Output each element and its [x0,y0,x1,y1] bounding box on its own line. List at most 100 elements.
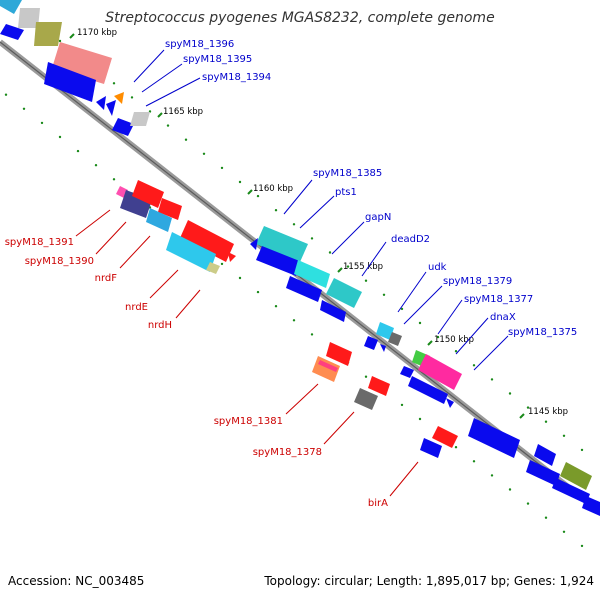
scale-dot [274,209,278,212]
gene-feature-dnaX[interactable] [400,350,462,408]
scale-dot [256,290,260,294]
scale-major-tick [519,413,525,419]
scale-dot [76,149,80,153]
scale-dot [166,124,170,127]
scale-dot [328,251,332,254]
scale-dot [364,375,368,378]
gene-label-deadD2[interactable]: deadD2 [391,234,430,245]
gene-label-spyM18-1375[interactable]: spyM18_1375 [508,327,577,338]
gene-label-spyM18-1391[interactable]: spyM18_1391 [5,237,74,248]
scale-dot [274,305,278,308]
scale-dot [310,237,314,240]
scale-dot [490,378,494,381]
scale-dot [580,544,584,548]
leader-lines [75,49,509,497]
scale-dot [238,180,242,184]
scale-major-tick [427,340,433,346]
gene-feature-nrd[interactable] [116,180,236,274]
scale-dot [400,403,404,407]
scale-dot [40,121,44,125]
gene-label-spyM18-1381[interactable]: spyM18_1381 [214,416,283,427]
gene-feature-1381[interactable] [312,342,390,410]
gene-label-spyM18-1395[interactable]: spyM18_1395 [183,54,252,65]
scale-label-1155: 1155 kbp [343,262,383,272]
scale-dot [310,333,314,336]
scale-label-1160: 1160 kbp [253,184,293,194]
scale-dot [112,82,116,85]
scale-major-tick [247,189,253,195]
scale-major-tick [69,33,75,39]
scale-dot [472,364,476,367]
gene-label-nrdF[interactable]: nrdF [95,273,118,284]
scale-dot [400,307,404,311]
gene-label-spyM18-1379[interactable]: spyM18_1379 [443,276,512,287]
scale-dot [418,321,422,325]
scale-dot [490,474,494,477]
gene-label-spyM18-1394[interactable]: spyM18_1394 [202,72,271,83]
scale-labels: 1170 kbp 1165 kbp 1160 kbp 1155 kbp 1150… [77,28,568,417]
scale-dot [292,223,296,226]
scale-major-tick [157,112,163,118]
gene-label-spyM18-1378[interactable]: spyM18_1378 [253,447,322,458]
scale-dot [184,138,188,141]
gene-feature-topleft[interactable] [0,0,150,136]
scale-dot [544,516,548,519]
scale-dot [364,279,368,282]
scale-dot [94,164,98,167]
scale-dot [508,488,512,491]
scale-dot [526,406,530,409]
gene-label-spyM18-1377[interactable]: spyM18_1377 [464,294,533,305]
scale-dot [508,392,512,395]
scale-dot [454,350,458,353]
gene-label-birA[interactable]: birA [368,498,388,509]
scale-label-1145: 1145 kbp [528,407,568,417]
scale-label-1170: 1170 kbp [77,28,117,38]
scale-dot [58,39,62,43]
gene-label-spyM18-1390[interactable]: spyM18_1390 [25,256,94,267]
gene-label-spyM18-1396[interactable]: spyM18_1396 [165,39,234,50]
genome-summary-text: Topology: circular; Length: 1,895,017 bp… [263,574,594,588]
scale-dot [220,166,224,170]
minus-strand-labels: spyM18_1391 spyM18_1390 nrdF nrdE nrdH s… [5,237,388,509]
scale-dot [58,135,62,139]
gene-feature-udk[interactable] [364,322,402,352]
scale-dot [562,530,566,533]
scale-dot [220,262,224,266]
gene-features [0,0,600,516]
scale-dot [454,446,458,449]
scale-dot [22,107,26,111]
gene-label-nrdE[interactable]: nrdE [125,302,148,313]
scale-dot [562,434,566,437]
accession-text: Accession: NC_003485 [8,574,144,588]
scale-dot [346,265,350,268]
scale-dot [580,448,584,452]
scale-dot [238,276,242,280]
scale-dot [544,420,548,423]
gene-feature-mid-plus[interactable] [250,226,362,322]
scale-dot [526,502,530,505]
gene-label-nrdH[interactable]: nrdH [148,320,172,331]
scale-dot [4,93,8,96]
plus-strand-labels: spyM18_1396 spyM18_1395 spyM18_1394 spyM… [165,39,577,338]
gene-feature-right[interactable] [468,418,600,516]
scale-dot [418,417,422,421]
scale-major-tick [337,267,343,273]
scale-dot [382,293,386,296]
scale-dot [202,152,206,155]
scale-dot [292,319,296,322]
scale-label-1165: 1165 kbp [163,107,203,117]
gene-label-dnaX[interactable]: dnaX [490,312,516,323]
scale-label-1150: 1150 kbp [434,335,474,345]
gene-label-udk[interactable]: udk [428,262,447,273]
scale-dot [112,178,116,181]
scale-dot [436,335,440,339]
gene-label-gapN[interactable]: gapN [365,212,391,223]
gene-feature-birA[interactable] [420,426,458,458]
scale-dot [130,96,134,99]
scale-dot [472,460,476,463]
map-title: Streptococcus pyogenes MGAS8232, complet… [105,10,494,26]
gene-label-spyM18-1385[interactable]: spyM18_1385 [313,168,382,179]
gene-label-pts1[interactable]: pts1 [335,187,357,198]
scale-dot [256,194,260,198]
